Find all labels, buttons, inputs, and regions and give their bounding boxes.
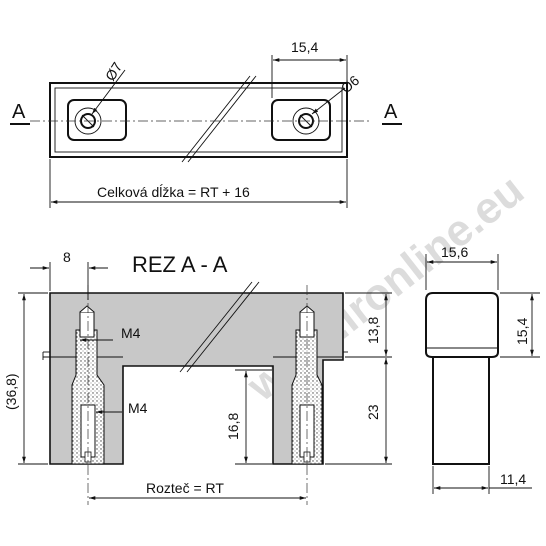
dim-top-left: 8	[63, 249, 71, 265]
side-top-block	[425, 292, 499, 358]
left-upper-bore	[79, 311, 95, 338]
top-body-inner	[54, 87, 343, 153]
dim-side-bottom-width: 11,4	[500, 471, 526, 487]
top-body-outline	[49, 82, 348, 158]
dim-side-top-width: 15,6	[441, 244, 468, 260]
dim-hole-left: Ø7	[102, 59, 126, 83]
side-lower-block	[432, 356, 490, 465]
pitch-label: Rozteč = RT	[146, 480, 224, 496]
section-view: REZ A - A M4 M4	[3, 249, 392, 505]
dim-side-top-height: 15,4	[514, 318, 530, 345]
dim-inner-height: 16,8	[225, 413, 241, 440]
dim-top-height: 13,8	[365, 317, 381, 344]
break-line-2	[187, 75, 257, 163]
side-view: 15,6 15,4 11,4	[425, 244, 540, 494]
dim-bottom-height: 23	[365, 404, 381, 420]
right-pad	[271, 99, 331, 141]
section-letter-right: A	[384, 101, 398, 123]
dim-hole-right: Ø6	[338, 72, 363, 96]
section-letter-left: A	[12, 101, 26, 123]
section-title: REZ A - A	[132, 252, 228, 277]
dim-total-height: (36,8)	[3, 373, 19, 410]
dim-width-right: 15,4	[291, 39, 318, 55]
thread-upper-label: M4	[121, 325, 141, 341]
total-length-label: Celková dĺžka = RT + 16	[97, 183, 250, 200]
left-pad	[67, 99, 127, 141]
top-view: A A Ø7 Ø6 15,4 Celková dĺžka = RT + 16	[10, 39, 402, 208]
break-line-1	[181, 75, 251, 163]
thread-lower-label: M4	[128, 400, 148, 416]
